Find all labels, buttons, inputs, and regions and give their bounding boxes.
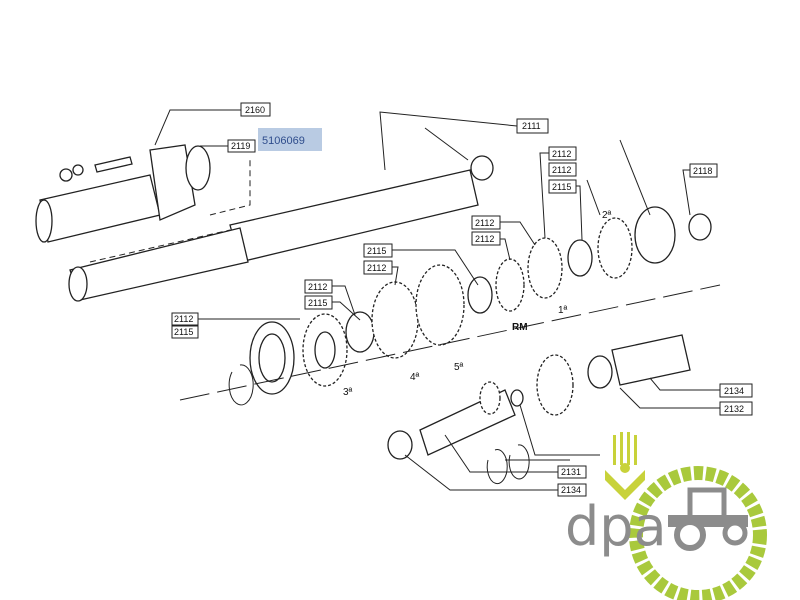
svg-text:2112: 2112 (475, 218, 494, 228)
svg-text:2115: 2115 (174, 327, 193, 337)
svg-text:2111: 2111 (522, 121, 541, 131)
gear-label-4: 4ª (410, 372, 420, 383)
svg-text:2112: 2112 (367, 263, 386, 273)
callout-2131[interactable]: 2131 (557, 465, 587, 479)
bolt-and-nuts (59, 156, 133, 182)
callout-2115[interactable]: 2115 (363, 243, 393, 258)
svg-text:2115: 2115 (308, 298, 327, 308)
callout-2132[interactable]: 2132 (719, 401, 753, 416)
callout-2112[interactable]: 2112 (548, 162, 577, 177)
svg-text:2112: 2112 (308, 282, 327, 292)
svg-text:dpa: dpa (565, 495, 667, 558)
callout-2112[interactable]: 2112 (363, 260, 393, 275)
gear-label-2: 2ª (602, 210, 612, 221)
callout-2112[interactable]: 2112 (471, 231, 501, 246)
gear-label-5: 5ª (454, 362, 464, 373)
gear-label-1: 1ª (558, 305, 568, 316)
svg-text:2160: 2160 (245, 105, 265, 115)
callout-2118[interactable]: 2118 (689, 163, 718, 178)
svg-text:2119: 2119 (231, 141, 250, 151)
callout-2119[interactable]: 2119 (227, 139, 256, 153)
callout-2112[interactable]: 2112 (171, 312, 199, 326)
callout-2111[interactable]: 2111 (516, 118, 549, 134)
svg-text:2112: 2112 (552, 165, 571, 175)
svg-text:2131: 2131 (561, 467, 581, 477)
highlighted-part-number[interactable]: 5106069 (258, 128, 322, 151)
wheat-icon (605, 432, 645, 500)
leader-lines (154, 109, 720, 491)
svg-text:2112: 2112 (475, 234, 494, 244)
svg-text:2132: 2132 (724, 404, 744, 414)
tractor-icon (668, 487, 748, 551)
svg-text:5106069: 5106069 (262, 135, 305, 147)
svg-text:2112: 2112 (174, 314, 193, 324)
callout-2112[interactable]: 2112 (471, 215, 501, 230)
gear-label-3: 3ª (343, 387, 353, 398)
gear-ring-icon (629, 466, 767, 600)
callout-2160[interactable]: 2160 (240, 102, 271, 117)
svg-text:2134: 2134 (561, 485, 581, 495)
callout-2112[interactable]: 2112 (304, 279, 333, 294)
gears (302, 206, 676, 416)
svg-text:2115: 2115 (552, 182, 571, 192)
callout-2115[interactable]: 2115 (304, 295, 333, 310)
gear-label-reverse: RM (512, 322, 528, 333)
callout-2134[interactable]: 2134 (719, 383, 753, 398)
svg-text:2134: 2134 (724, 386, 744, 396)
callout-2134[interactable]: 2134 (557, 483, 587, 497)
svg-text:2115: 2115 (367, 246, 386, 256)
dpa-logo: dpa (565, 432, 767, 600)
callout-2115[interactable]: 2115 (171, 325, 199, 339)
callout-2112[interactable]: 2112 (548, 146, 577, 161)
main-shaft (35, 144, 712, 302)
callout-2115[interactable]: 2115 (548, 179, 577, 194)
svg-text:2112: 2112 (552, 149, 571, 159)
svg-text:2118: 2118 (693, 166, 712, 176)
